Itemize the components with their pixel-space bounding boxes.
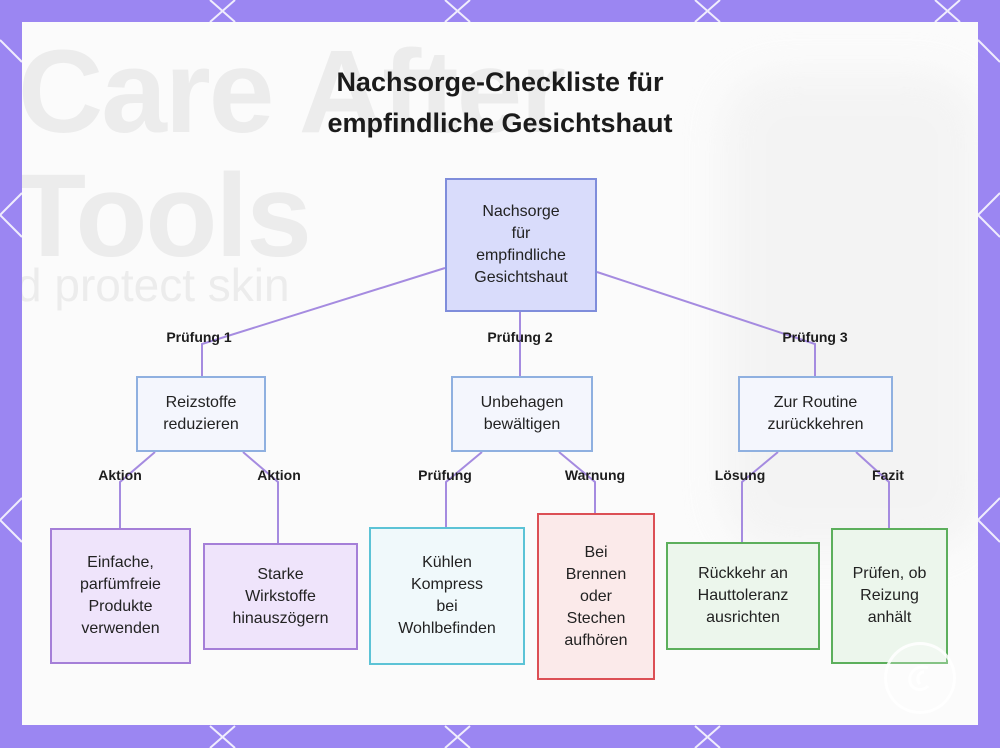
root-node-line: empfindliche	[476, 247, 566, 264]
root-node-line: für	[511, 225, 531, 242]
root-node-line: Nachsorge	[482, 203, 560, 220]
edge-label-warnung: Warnung	[564, 467, 626, 483]
background-blur-shape	[722, 72, 978, 552]
node-line: bewältigen	[483, 416, 561, 433]
node-line: Wirkstoffe	[245, 587, 316, 605]
node-line: parfümfreie	[80, 576, 161, 593]
node-line: Hauttoleranz	[697, 587, 789, 604]
edge-label-aktion-2: Aktion	[257, 467, 301, 483]
edge-label-loesung: Lösung	[714, 467, 766, 483]
edge-root-branch-1	[201, 267, 446, 376]
node-line: Reizung	[860, 587, 919, 604]
title-line-2: empfindliche Gesichtshaut	[327, 108, 673, 138]
node-einfache-produkte: Einfache, parfümfreie Produkte verwenden	[50, 528, 191, 664]
node-line: Unbehagen	[480, 394, 564, 411]
page-title: Nachsorge-Checkliste für empfindliche Ge…	[22, 62, 978, 144]
node-unbehagen-bewaeltigen: Unbehagen bewältigen	[451, 376, 593, 452]
node-rueckkehr-hauttoleranz: Rückkehr an Hauttoleranz ausrichten	[666, 542, 820, 650]
node-line: Einfache,	[87, 554, 154, 571]
node-line: Zur Routine	[773, 394, 858, 411]
node-pruefen-reizung: Prüfen, ob Reizung anhält	[831, 528, 948, 664]
node-line: Kompress	[410, 576, 484, 593]
edge-branch-3-child-1	[741, 451, 779, 542]
node-line: bei	[436, 598, 458, 615]
node-line: anhält	[867, 609, 912, 626]
node-line: aufhören	[564, 631, 628, 649]
edge-branch-1-child-2	[242, 451, 279, 543]
edge-branch-3-child-2	[855, 451, 890, 528]
node-brennen-aufhoeren: Bei Brennen oder Stechen aufhören	[537, 513, 655, 680]
node-line: Kühlen	[422, 554, 472, 571]
edge-label-aktion-1: Aktion	[98, 467, 142, 483]
node-line: Starke	[257, 565, 304, 583]
node-reizstoffe-reduzieren: Reizstoffe reduzieren	[136, 376, 266, 452]
node-line: Bei	[584, 543, 608, 561]
node-kuehlen-kompress: Kühlen Kompress bei Wohlbefinden	[369, 527, 525, 665]
node-line: Rückkehr an	[698, 565, 788, 582]
node-zur-routine-zurueckkehren: Zur Routine zurückkehren	[738, 376, 893, 452]
node-line: verwenden	[81, 620, 160, 637]
root-node-line: Gesichtshaut	[474, 269, 568, 286]
edge-branch-1-child-1	[119, 451, 156, 528]
edge-root-branch-3	[596, 271, 816, 376]
connector-lines	[119, 267, 890, 543]
edge-branch-2-child-2	[558, 451, 596, 513]
edge-branch-2-child-1	[445, 451, 483, 527]
node-line: Stechen	[566, 609, 626, 627]
node-starke-wirkstoffe: Starke Wirkstoffe hinauszögern	[203, 543, 358, 650]
logo-watermark-icon	[884, 642, 956, 714]
root-node: Nachsorge für empfindliche Gesichtshaut	[445, 178, 597, 312]
node-line: Produkte	[88, 598, 153, 615]
diagram-panel: Care After Tools d protect skin Nachsorg…	[22, 22, 978, 725]
title-line-1: Nachsorge-Checkliste für	[336, 67, 664, 97]
node-line: reduzieren	[163, 416, 239, 433]
edge-label-fazit: Fazit	[872, 467, 904, 483]
node-line: Wohlbefinden	[398, 620, 496, 637]
node-line: zurückkehren	[767, 416, 864, 433]
node-line: Brennen	[565, 565, 627, 583]
watermark-glyph-icon	[908, 665, 930, 691]
edge-label-pruefung-2: Prüfung 2	[487, 329, 553, 345]
node-line: Prüfen, ob	[852, 565, 927, 582]
node-line: oder	[579, 587, 613, 605]
node-line: Reizstoffe	[165, 394, 237, 411]
edge-label-pruefung: Prüfung	[418, 467, 472, 483]
node-line: hinauszögern	[232, 609, 329, 627]
edge-label-pruefung-1: Prüfung 1	[166, 329, 232, 345]
node-line: ausrichten	[706, 609, 780, 626]
edge-label-pruefung-3: Prüfung 3	[782, 329, 848, 345]
